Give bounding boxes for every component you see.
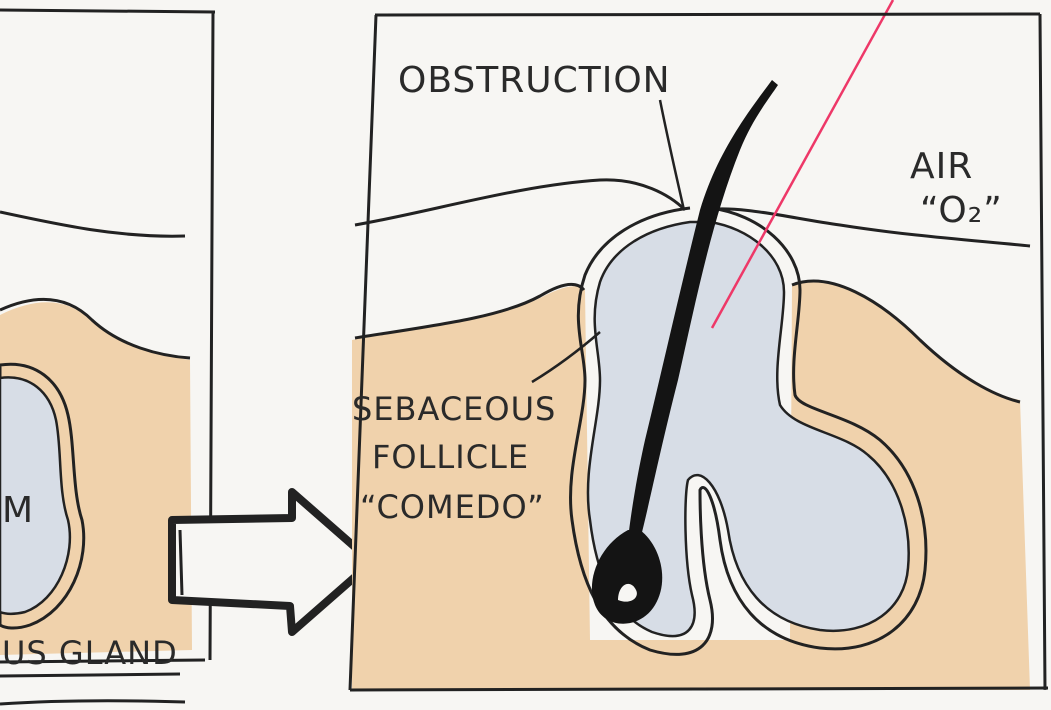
right-panel: OBSTRUCTION AIR “O₂” SEBACEOUS FOLLICLE … — [350, 0, 1048, 690]
follicle-label-line2: FOLLICLE — [372, 438, 529, 476]
left-cyst-letter: M — [2, 490, 34, 531]
air-label: AIR — [910, 146, 973, 187]
follicle-label-line1: SEBACEOUS — [352, 390, 556, 428]
left-gland-label: US GLAND — [2, 634, 178, 672]
oxygen-indicator-line — [712, 0, 893, 328]
oxygen-label: “O₂” — [920, 190, 1003, 231]
follicle-label-line3: “COMEDO” — [360, 488, 545, 526]
left-skin-surface-line — [0, 212, 185, 236]
bottom-cropped-stroke — [0, 701, 185, 704]
left-gland-underline — [0, 674, 180, 676]
obstruction-label: OBSTRUCTION — [398, 60, 671, 101]
right-arrow-icon — [172, 492, 372, 632]
